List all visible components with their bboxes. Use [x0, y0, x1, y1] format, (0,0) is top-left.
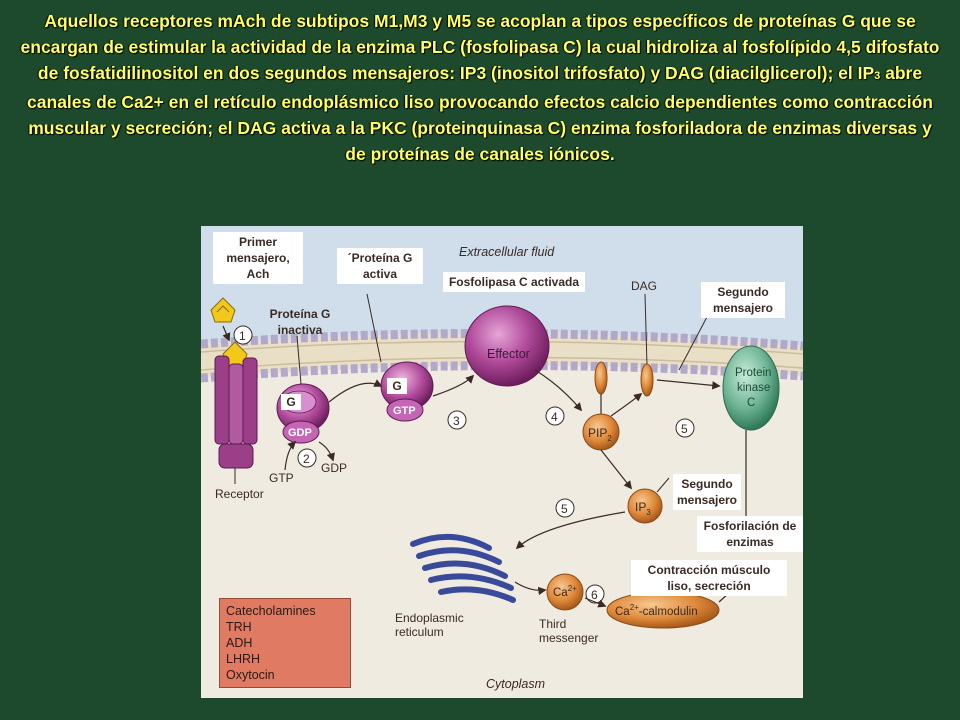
- svg-text:5: 5: [681, 422, 688, 436]
- svg-text:GTP: GTP: [393, 405, 416, 417]
- er-label-2: reticulum: [395, 625, 444, 639]
- svg-text:2: 2: [303, 452, 310, 466]
- svg-text:5: 5: [561, 502, 568, 516]
- slide-title: Aquellos receptores mAch de subtipos M1,…: [20, 11, 940, 164]
- step-4: 4: [545, 406, 565, 426]
- endoplasmic-reticulum: [410, 533, 516, 603]
- callout-contraccion: Contracción músculo liso, secreción: [631, 560, 787, 596]
- svg-text:3: 3: [453, 414, 460, 428]
- ip3-molecule: IP3: [627, 488, 663, 524]
- hormone-item: Oxytocin: [226, 668, 275, 682]
- receptor-protein: [214, 355, 258, 469]
- callout-fosfolipasa: Fosfolipasa C activada: [443, 272, 585, 292]
- svg-text:1: 1: [239, 329, 246, 343]
- gtp-in-label: GTP: [269, 471, 294, 485]
- cytoplasm-label: Cytoplasm: [486, 677, 545, 691]
- calcium-ion: Ca2+: [546, 573, 584, 611]
- svg-text:GDP: GDP: [288, 427, 312, 439]
- signaling-diagram: Extracellular fluid Cytoplasm Receptor 1…: [201, 226, 803, 698]
- dag-molecule: [640, 363, 654, 397]
- step-5b: 5: [555, 498, 575, 518]
- svg-text:4: 4: [551, 410, 558, 424]
- callout-proteina-g-inactiva: Proteína G inactiva: [269, 307, 331, 337]
- hormone-item: TRH: [226, 620, 252, 634]
- extracellular-fluid-label: Extracellular fluid: [459, 245, 555, 259]
- protein-kinase-c: Protein kinase C: [722, 345, 780, 431]
- step-2: 2: [297, 448, 317, 468]
- step-6: 6: [585, 584, 605, 604]
- third-messenger-2: messenger: [539, 631, 598, 645]
- pip2-molecule: PIP2: [582, 413, 620, 451]
- step-3: 3: [447, 410, 467, 430]
- dag-label: DAG: [631, 279, 657, 293]
- svg-text:Effector: Effector: [487, 347, 530, 361]
- third-messenger-1: Third: [539, 617, 566, 631]
- svg-text:IP3: IP3: [635, 500, 651, 517]
- svg-text:Ca2+: Ca2+: [553, 584, 577, 599]
- hormone-item: ADH: [226, 636, 253, 650]
- hormone-item: Catecholamines: [226, 604, 316, 618]
- step-1: 1: [233, 325, 253, 345]
- hormone-list-box: Catecholamines TRH ADH LHRH Oxytocin: [219, 598, 351, 688]
- callout-fosforilacion: Fosforilación de enzimas: [697, 516, 803, 552]
- gdp-out-label: GDP: [321, 461, 347, 475]
- svg-text:kinase: kinase: [737, 382, 770, 394]
- g-protein-active: GTP: [380, 361, 434, 422]
- receptor-label: Receptor: [215, 487, 264, 501]
- svg-text:Protein: Protein: [735, 367, 771, 379]
- svg-text:6: 6: [591, 588, 598, 602]
- callout-segundo-mensajero-ip3: Segundo mensajero: [673, 474, 741, 510]
- callout-primer-mensajero: Primer mensajero, Ach: [213, 232, 303, 284]
- step-5a: 5: [675, 418, 695, 438]
- g-label-inactive: G: [281, 394, 301, 410]
- svg-text:C: C: [747, 397, 755, 409]
- svg-text:Ca2+-calmodulin: Ca2+-calmodulin: [615, 603, 698, 618]
- callout-proteina-g-activa: ´Proteína G activa: [337, 248, 423, 284]
- pip2-lipid: [594, 361, 608, 395]
- g-label-active: G: [387, 378, 407, 394]
- effector-enzyme: Effector: [464, 305, 550, 387]
- er-label-1: Endoplasmic: [395, 611, 464, 625]
- ach-ligand: [210, 297, 236, 323]
- ca-calmodulin-complex: Ca2+-calmodulin: [606, 591, 720, 629]
- hormone-item: LHRH: [226, 652, 261, 666]
- callout-segundo-mensajero-dag: Segundo mensajero: [701, 282, 785, 318]
- svg-text:PIP2: PIP2: [588, 426, 612, 443]
